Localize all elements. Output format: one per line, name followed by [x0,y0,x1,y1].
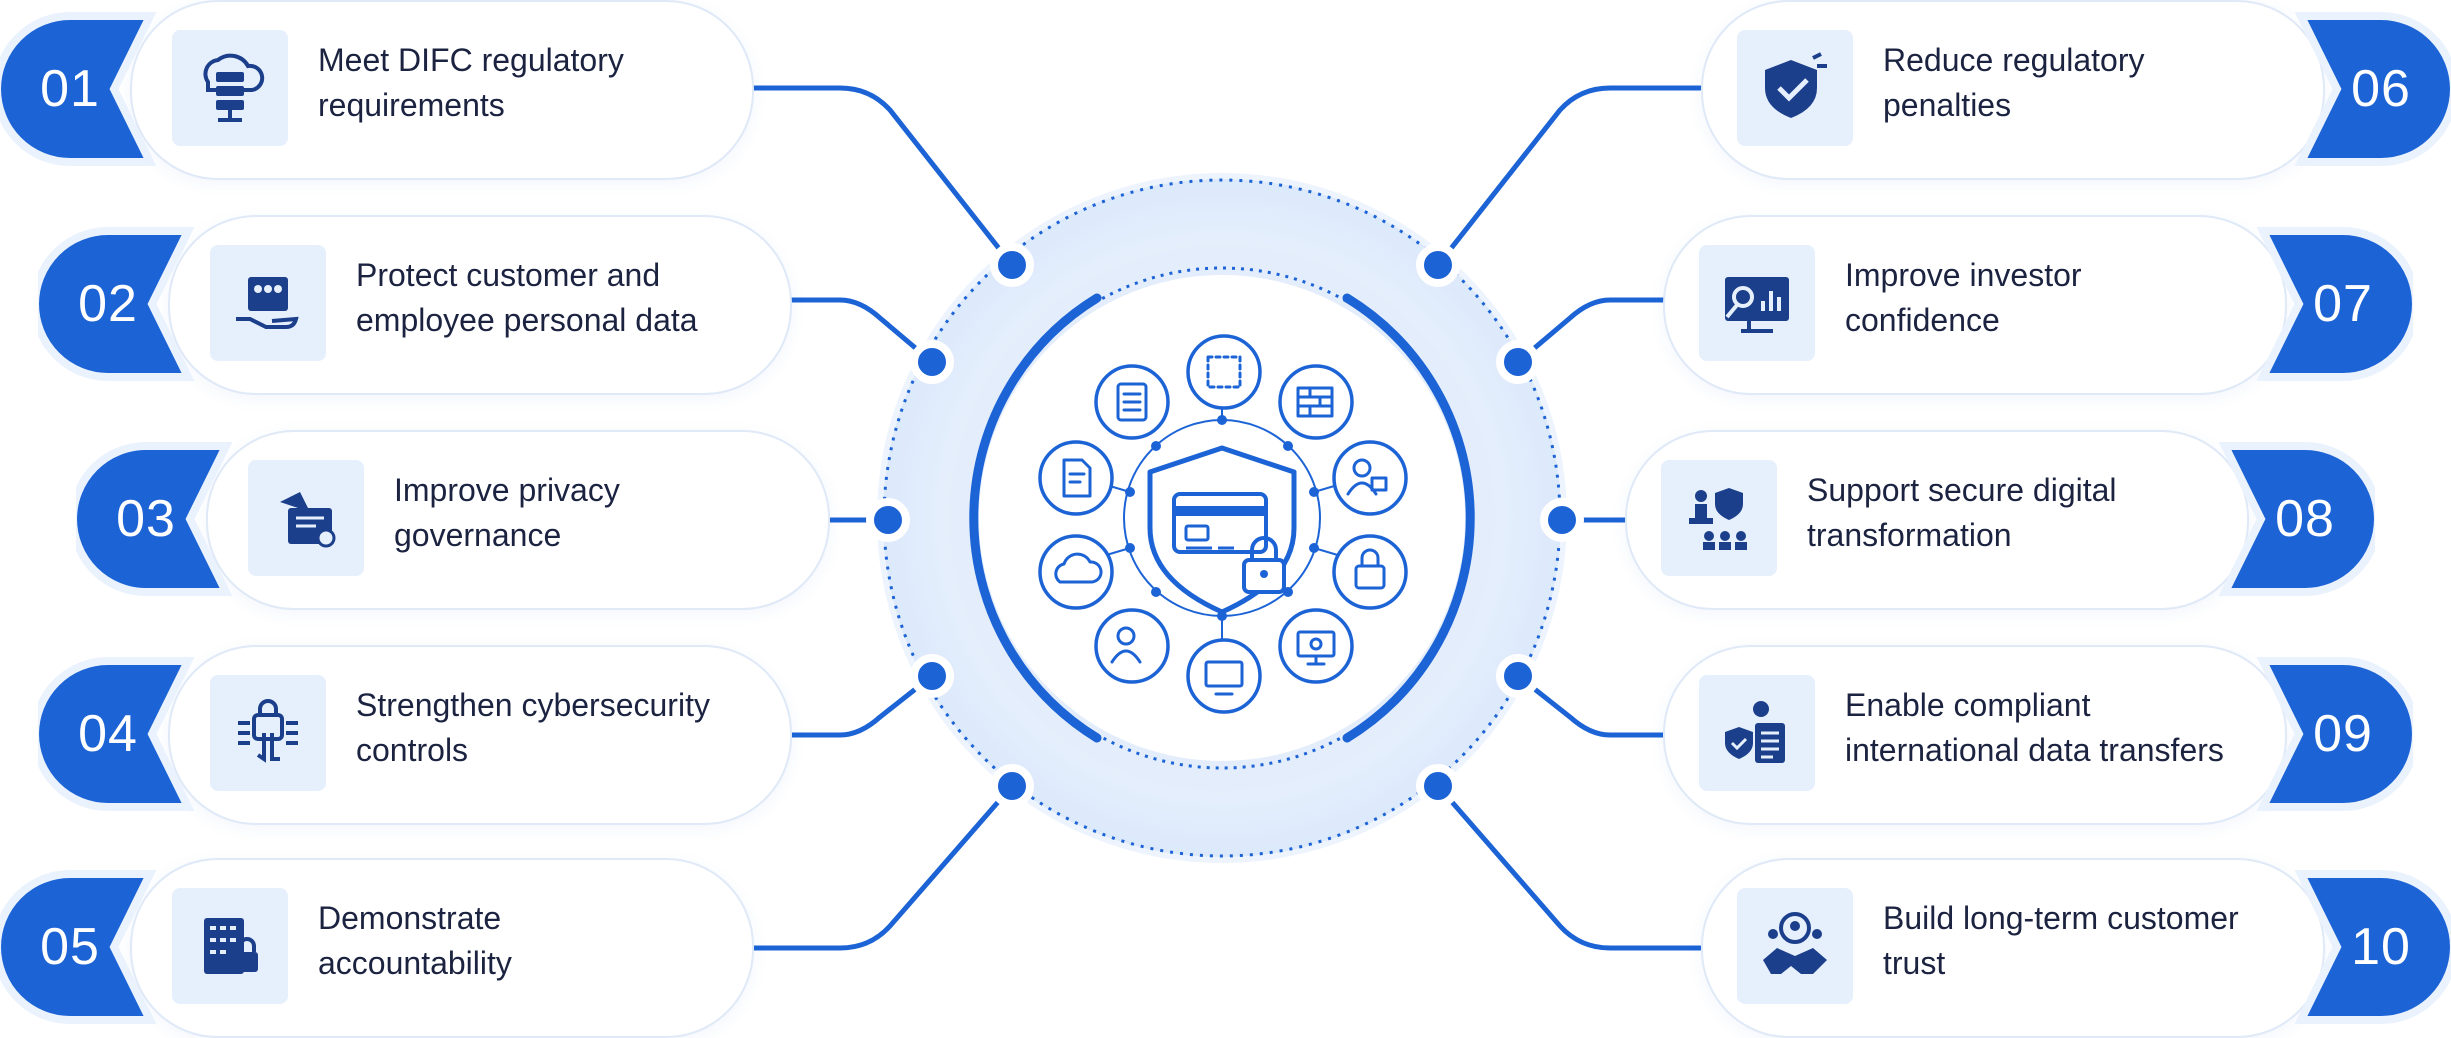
cloud-server-icon [172,30,288,146]
hub-arc-right [1342,293,1475,743]
node-cloud-shield [1038,534,1114,610]
item-title-line2: penalties [1883,87,2012,123]
benefit-item-06: 06 Reduce regulatory penalties [1451,0,2451,180]
connector-07 [1515,297,1668,365]
benefit-item-05: 05 Demonstrate accountability [0,858,1000,1038]
item-number: 10 [2351,918,2411,976]
badge-08 [2218,442,2375,596]
item-title-line2: accountability [318,945,512,981]
benefit-item-02: 02 Protect customer and employee persona… [38,215,1038,395]
fingerprint-lock-icon [210,675,326,791]
badge-05 [0,870,157,1024]
item-title-line2: governance [394,517,562,553]
item-number: 05 [40,918,100,976]
badge-02 [38,227,195,381]
item-title-line1: Support secure digital [1807,472,2117,508]
node-selection [1186,334,1262,410]
connector-01 [747,85,1015,268]
item-title-line2: international data transfers [1845,732,2224,768]
handshake-team-icon [1737,888,1853,1004]
benefit-item-08: 08 Support secure digital transformation [1375,430,2375,610]
item-title-line1: Improve privacy [394,472,620,508]
connector-06 [1435,85,1703,268]
item-number: 02 [78,275,138,333]
item-number: 06 [2351,60,2411,118]
benefit-item-09: 09 Enable compliant international data t… [1413,645,2413,825]
item-title-line1: Enable compliant [1845,687,2091,723]
badge-09 [2256,657,2413,811]
benefit-item-10: 10 Build long-term customer trust [1451,858,2451,1038]
node-bug-monitor [1278,608,1354,684]
item-title-line2: confidence [1845,302,2000,338]
node-firewall [1278,364,1354,440]
item-title-line1: Protect customer and [356,257,661,293]
item-number: 07 [2313,275,2373,333]
badge-10 [2294,870,2451,1024]
item-title-line1: Build long-term customer [1883,900,2239,936]
documents-check-icon [248,460,364,576]
connector-02 [782,297,935,365]
item-number: 09 [2313,705,2373,763]
connector-09 [1515,673,1668,738]
binary-lock-icon [172,888,288,1004]
benefit-item-01: 01 Meet DIFC regulatory requirements [0,0,1000,180]
node-user-lock [1332,440,1408,516]
item-number: 08 [2275,490,2335,548]
item-title-line2: transformation [1807,517,2012,553]
connector-10 [1435,783,1703,951]
benefit-item-07: 07 Improve investor confidence [1413,215,2413,395]
item-title-line1: Reduce regulatory [1883,42,2145,78]
badge-04 [38,657,195,811]
benefit-item-03: 03 Improve privacy governance [76,430,1076,610]
node-monitor-x [1186,638,1262,714]
badge-03 [76,442,233,596]
item-title-line2: trust [1883,945,1946,981]
item-title-line1: Demonstrate [318,900,502,936]
monitor-analytics-icon [1699,245,1815,361]
node-user-x [1094,608,1170,684]
badge-06 [2294,12,2451,166]
item-title-line2: employee personal data [356,302,698,338]
connector-04 [782,673,935,738]
hub-arc-left [969,293,1102,743]
item-title-line1: Meet DIFC regulatory [318,42,624,78]
presentation-shield-icon [1661,460,1777,576]
shield-checklist-icon [1699,675,1815,791]
item-number: 04 [78,705,138,763]
item-number: 01 [40,60,100,118]
badge-01 [0,12,157,166]
item-title-line1: Strengthen cybersecurity [356,687,710,723]
benefit-item-04: 04 Strengthen cybersecurity controls [38,645,1038,825]
badge-07 [2256,227,2413,381]
node-document-x [1038,440,1114,516]
item-title-line1: Improve investor [1845,257,2082,293]
item-number: 03 [116,490,176,548]
item-title-line2: requirements [318,87,505,123]
hand-people-icon [210,245,326,361]
item-title-line2: controls [356,732,469,768]
node-padlock [1332,534,1408,610]
shield-check-icon [1737,30,1853,146]
connector-05 [747,783,1015,951]
